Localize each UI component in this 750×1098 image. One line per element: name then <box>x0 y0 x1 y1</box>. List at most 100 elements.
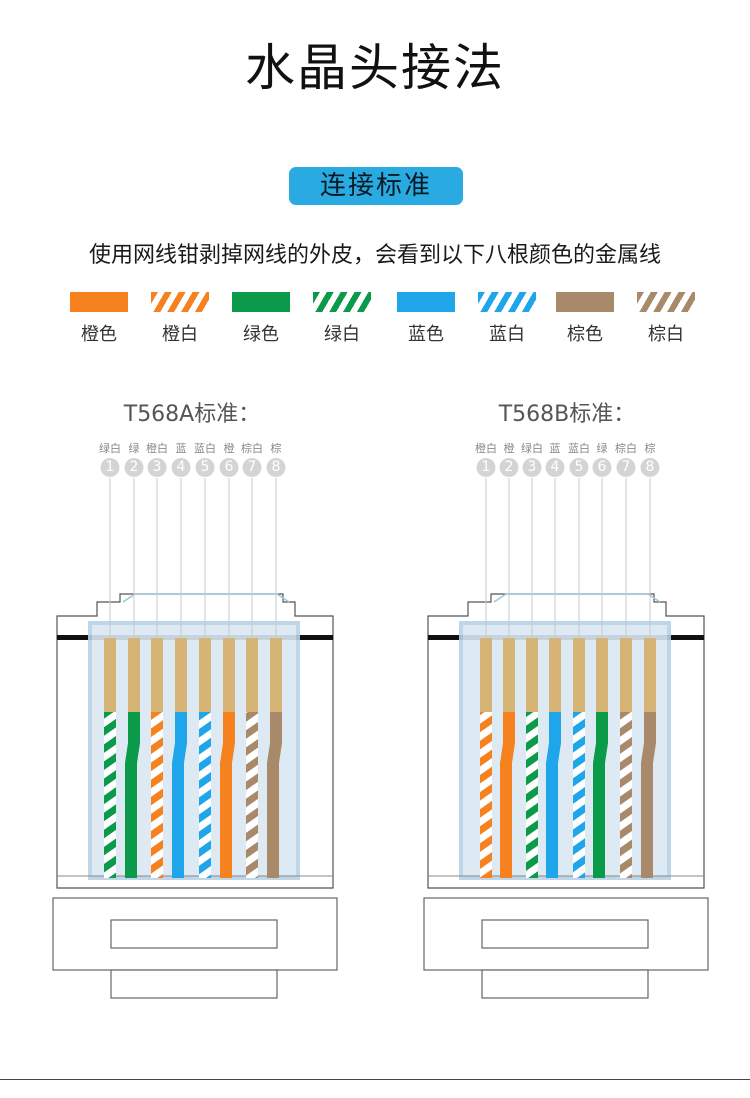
legend-swatch <box>556 292 614 312</box>
pin-color-label: 棕 <box>270 442 282 455</box>
pin-color-label: 绿白 <box>521 442 543 455</box>
wire-contact <box>175 638 187 712</box>
wire-insulation <box>641 712 656 878</box>
wire-contact <box>644 638 656 712</box>
wire-insulation <box>172 712 187 878</box>
wire-insulation <box>267 712 282 878</box>
wire <box>546 638 561 878</box>
bottom-divider <box>0 1079 750 1080</box>
page-title: 水晶头接法 <box>245 39 505 97</box>
pin-number: 5 <box>569 458 589 477</box>
t568b-connector-diagram <box>423 478 709 999</box>
legend-label: 绿色 <box>243 324 279 345</box>
pin-color-label: 棕白 <box>615 442 637 455</box>
wire-insulation <box>593 712 608 878</box>
wire <box>526 638 538 878</box>
wire-insulation <box>500 712 515 878</box>
legend-label: 蓝白 <box>489 324 525 345</box>
wire-contact <box>573 638 585 712</box>
legend-swatch <box>637 292 695 312</box>
legend-label: 棕色 <box>567 324 603 345</box>
plug-inner-housing <box>88 621 300 880</box>
wire-contact <box>480 638 492 712</box>
pin-color-label: 棕白 <box>241 442 263 455</box>
pin-number: 1 <box>100 458 120 477</box>
wire <box>199 638 211 878</box>
legend-item: 棕白 <box>637 292 699 345</box>
pin-color-label: 橙白 <box>475 442 497 455</box>
wire <box>480 638 492 878</box>
plug-inner-housing <box>459 621 671 880</box>
wire <box>593 638 608 878</box>
plug-cable-boot <box>481 969 649 999</box>
wire-contact <box>620 638 632 712</box>
pin-color-label: 橙白 <box>146 442 168 455</box>
wire-contact <box>223 638 235 712</box>
plug-window <box>481 919 649 949</box>
t568b-title: T568B标准： <box>498 402 636 427</box>
wire-contact <box>246 638 258 712</box>
pin-number: 4 <box>171 458 191 477</box>
pin-color-label: 绿 <box>596 442 608 455</box>
legend-swatch <box>70 292 128 312</box>
wire-contact <box>549 638 561 712</box>
wire-insulation <box>151 712 163 878</box>
plug-window <box>110 919 278 949</box>
legend-label: 棕白 <box>648 324 684 345</box>
wire-insulation <box>246 712 258 878</box>
legend-swatch <box>151 292 209 312</box>
pin-color-label: 蓝 <box>175 442 187 455</box>
pin-number: 2 <box>499 458 519 477</box>
wire-insulation <box>199 712 211 878</box>
wire-insulation <box>480 712 492 878</box>
pin-color-label: 绿白 <box>99 442 121 455</box>
wire-insulation <box>125 712 140 878</box>
pin-color-label: 橙 <box>503 442 515 455</box>
pin-color-label: 蓝白 <box>568 442 590 455</box>
wire <box>500 638 515 878</box>
wire-insulation <box>104 712 116 878</box>
legend-label: 绿白 <box>324 324 360 345</box>
wire-contact <box>199 638 211 712</box>
wire-insulation <box>546 712 561 878</box>
legend-label: 橙色 <box>81 324 117 345</box>
plug-cable-boot <box>110 969 278 999</box>
wire <box>573 638 585 878</box>
wire-insulation <box>526 712 538 878</box>
legend-item: 橙白 <box>151 292 213 345</box>
wire-contact <box>526 638 538 712</box>
legend-item: 棕色 <box>556 292 618 345</box>
wire <box>246 638 258 878</box>
legend-swatch <box>397 292 455 312</box>
legend-swatch <box>313 292 371 312</box>
pin-color-label: 蓝 <box>549 442 561 455</box>
wire-contact <box>270 638 282 712</box>
wire <box>620 638 632 878</box>
wire <box>104 638 116 878</box>
pin-number: 6 <box>592 458 612 477</box>
pin-number: 3 <box>147 458 167 477</box>
wire <box>172 638 187 878</box>
pin-number: 7 <box>616 458 636 477</box>
legend-item: 蓝色 <box>397 292 459 345</box>
wire <box>220 638 235 878</box>
legend-swatch <box>232 292 290 312</box>
wire-insulation <box>220 712 235 878</box>
pin-number: 4 <box>545 458 565 477</box>
legend-label: 橙白 <box>162 324 198 345</box>
legend-item: 橙色 <box>70 292 132 345</box>
wire <box>151 638 163 878</box>
pin-color-label: 蓝白 <box>194 442 216 455</box>
legend-item: 蓝白 <box>478 292 540 345</box>
pin-number: 1 <box>476 458 496 477</box>
t568a-title: T568A标准： <box>123 402 261 427</box>
pin-number: 5 <box>195 458 215 477</box>
pin-number: 6 <box>219 458 239 477</box>
description-text: 使用网线钳剥掉网线的外皮，会看到以下八根颜色的金属线 <box>88 243 661 268</box>
wire-contact <box>503 638 515 712</box>
legend-swatch <box>478 292 536 312</box>
wire <box>267 638 282 878</box>
legend-item: 绿色 <box>232 292 294 345</box>
pin-number: 7 <box>242 458 262 477</box>
wire-contact <box>151 638 163 712</box>
